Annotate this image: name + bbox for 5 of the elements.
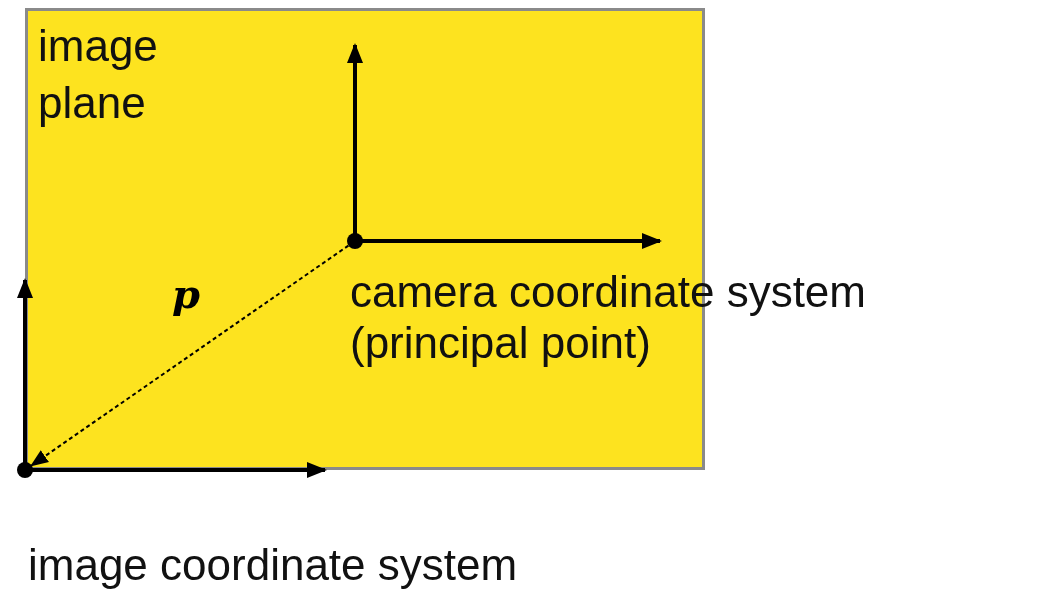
origin-dot	[17, 462, 33, 478]
coordinate-system-caption: image coordinate system	[28, 540, 519, 591]
plane-label: image plane	[38, 20, 159, 130]
edge-label: p	[172, 270, 200, 317]
dashed-arrow	[30, 244, 350, 467]
